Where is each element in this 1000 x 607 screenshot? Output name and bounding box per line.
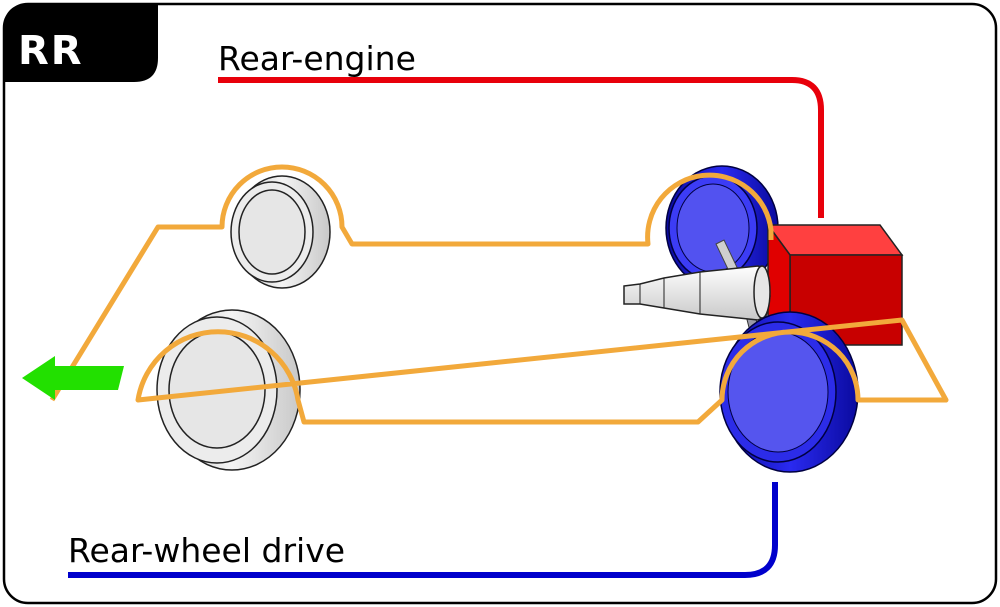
badge-text: RR bbox=[18, 28, 84, 74]
transaxle bbox=[623, 265, 771, 321]
engine-leader-line bbox=[218, 77, 824, 218]
front-wheel-left bbox=[230, 175, 331, 289]
rear-wheel-right bbox=[719, 311, 859, 473]
chassis-outline bbox=[49, 164, 949, 425]
layout-badge: RR bbox=[4, 4, 158, 82]
engine-label: Rear-engine bbox=[218, 39, 416, 78]
drive-leader-line bbox=[68, 482, 778, 578]
drive-label: Rear-wheel drive bbox=[68, 531, 345, 570]
direction-arrow-icon bbox=[22, 356, 124, 400]
